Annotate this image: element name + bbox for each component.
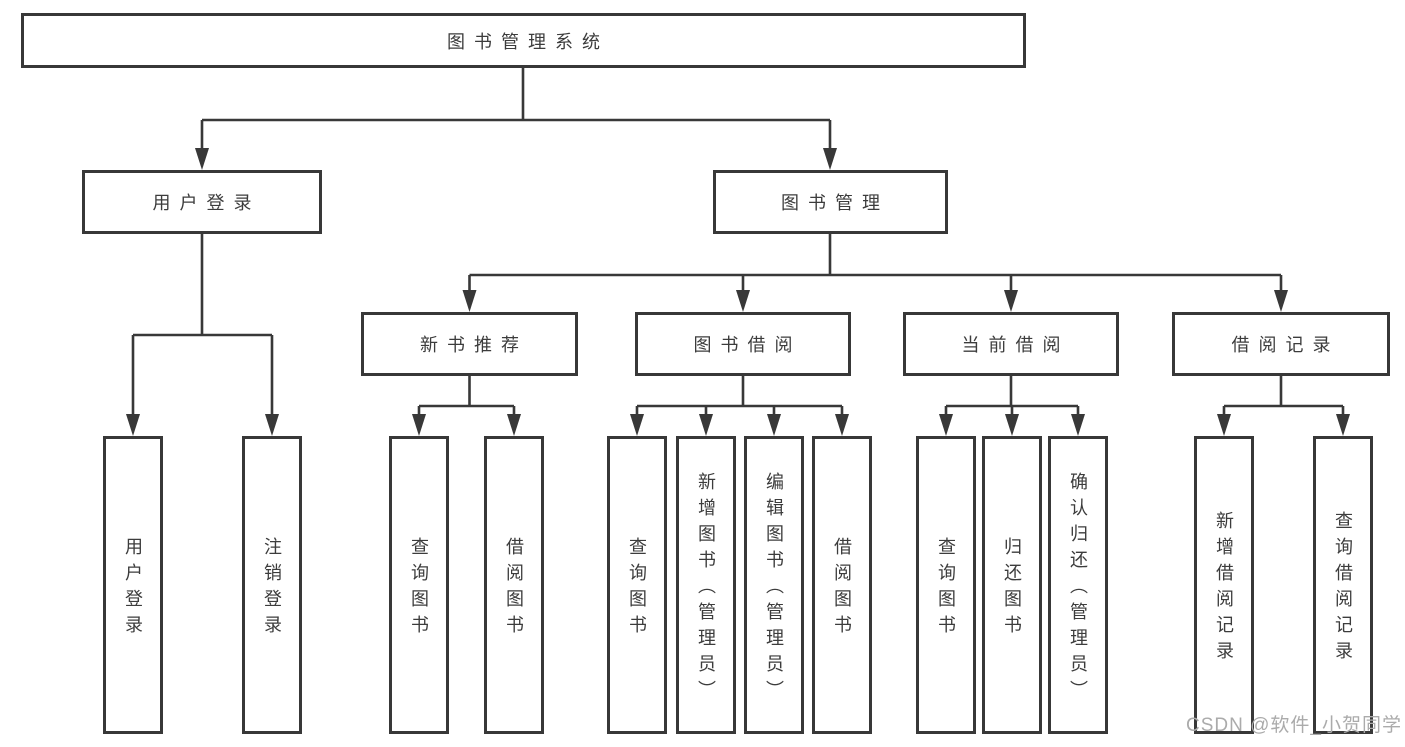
- leaf-user-login: 用户登录: [103, 436, 163, 734]
- leaf-add-book-admin: 新增图书（管理员）: [676, 436, 736, 734]
- leaf-query-book-current: 查询图书: [916, 436, 976, 734]
- leaf-borrow-book: 借阅图书: [812, 436, 872, 734]
- leaf-return-book: 归还图书: [982, 436, 1042, 734]
- node-borrowing-records: 借阅记录: [1172, 312, 1390, 376]
- csdn-watermark: CSDN @软件_小贺同学: [1186, 715, 1402, 736]
- arrowheads: [126, 148, 1350, 436]
- leaf-query-borrow-record: 查询借阅记录: [1313, 436, 1373, 734]
- leaf-borrow-book-recommend: 借阅图书: [484, 436, 544, 734]
- leaf-edit-book-admin: 编辑图书（管理员）: [744, 436, 804, 734]
- node-current-borrowing: 当前借阅: [903, 312, 1119, 376]
- node-user-login: 用户登录: [82, 170, 322, 234]
- leaf-query-book-recommend: 查询图书: [389, 436, 449, 734]
- node-book-management: 图书管理: [713, 170, 948, 234]
- leaf-query-book-borrow: 查询图书: [607, 436, 667, 734]
- node-library-management-system: 图书管理系统: [21, 13, 1026, 68]
- leaf-add-borrow-record: 新增借阅记录: [1194, 436, 1254, 734]
- node-book-borrowing: 图书借阅: [635, 312, 851, 376]
- leaf-logout: 注销登录: [242, 436, 302, 734]
- leaf-confirm-return-admin: 确认归还（管理员）: [1048, 436, 1108, 734]
- node-new-book-recommendation: 新书推荐: [361, 312, 578, 376]
